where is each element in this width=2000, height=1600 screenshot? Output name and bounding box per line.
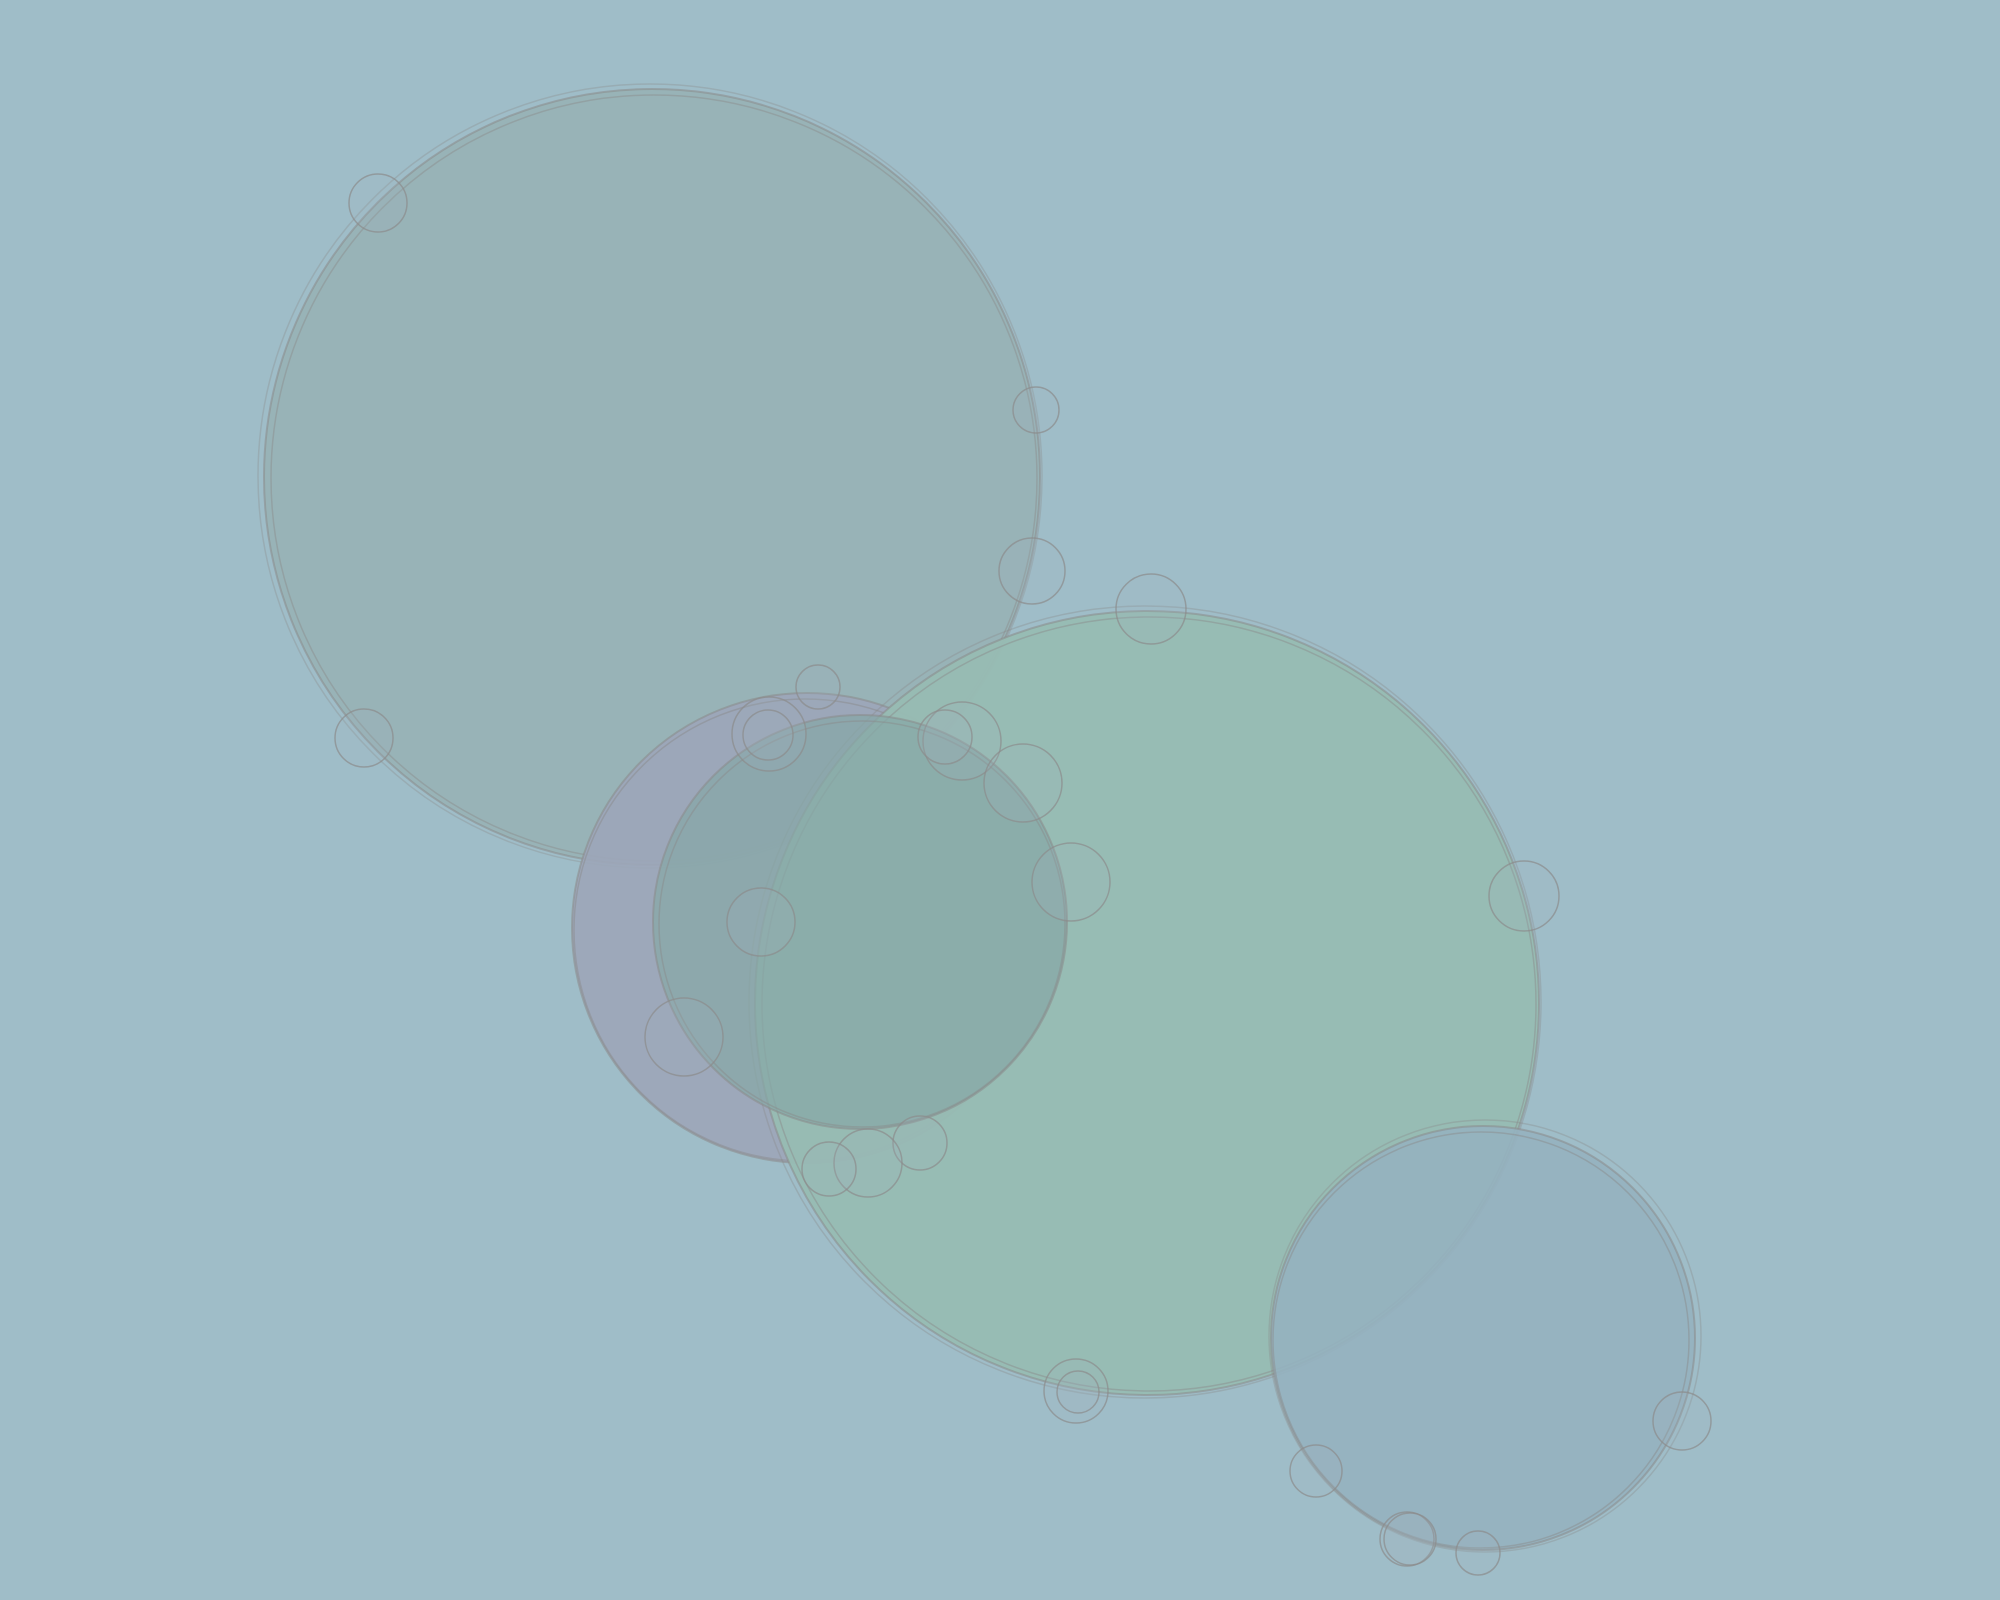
small-circle-6: [795, 664, 841, 710]
small-circle-23: [1379, 1511, 1435, 1567]
small-circle-24: [1383, 1512, 1437, 1566]
small-circle-21: [1652, 1391, 1712, 1451]
small-circle-18: [801, 1141, 857, 1197]
small-circle-17: [833, 1128, 903, 1198]
small-circle-25: [1455, 1530, 1501, 1576]
small-circle-1: [348, 173, 408, 233]
small-circle-12: [1031, 842, 1111, 922]
small-circle-13: [1488, 860, 1560, 932]
small-circle-11: [983, 743, 1063, 823]
small-circle-10: [917, 709, 973, 765]
small-circle-8: [742, 709, 794, 761]
small-circle-20: [1056, 1370, 1100, 1414]
small-circle-2: [1012, 386, 1060, 434]
small-circle-22: [1289, 1444, 1343, 1498]
small-circle-15: [644, 997, 724, 1077]
small-circles: [334, 173, 1712, 1576]
teal-disc: [652, 714, 1068, 1130]
small-circle-4: [1115, 573, 1187, 645]
small-circle-5: [334, 708, 394, 768]
small-circle-9: [922, 701, 1002, 781]
lower-blue-disc: [1268, 1119, 1702, 1553]
small-circle-16: [892, 1115, 948, 1171]
small-circle-3: [998, 537, 1066, 605]
small-circle-14: [726, 887, 796, 957]
